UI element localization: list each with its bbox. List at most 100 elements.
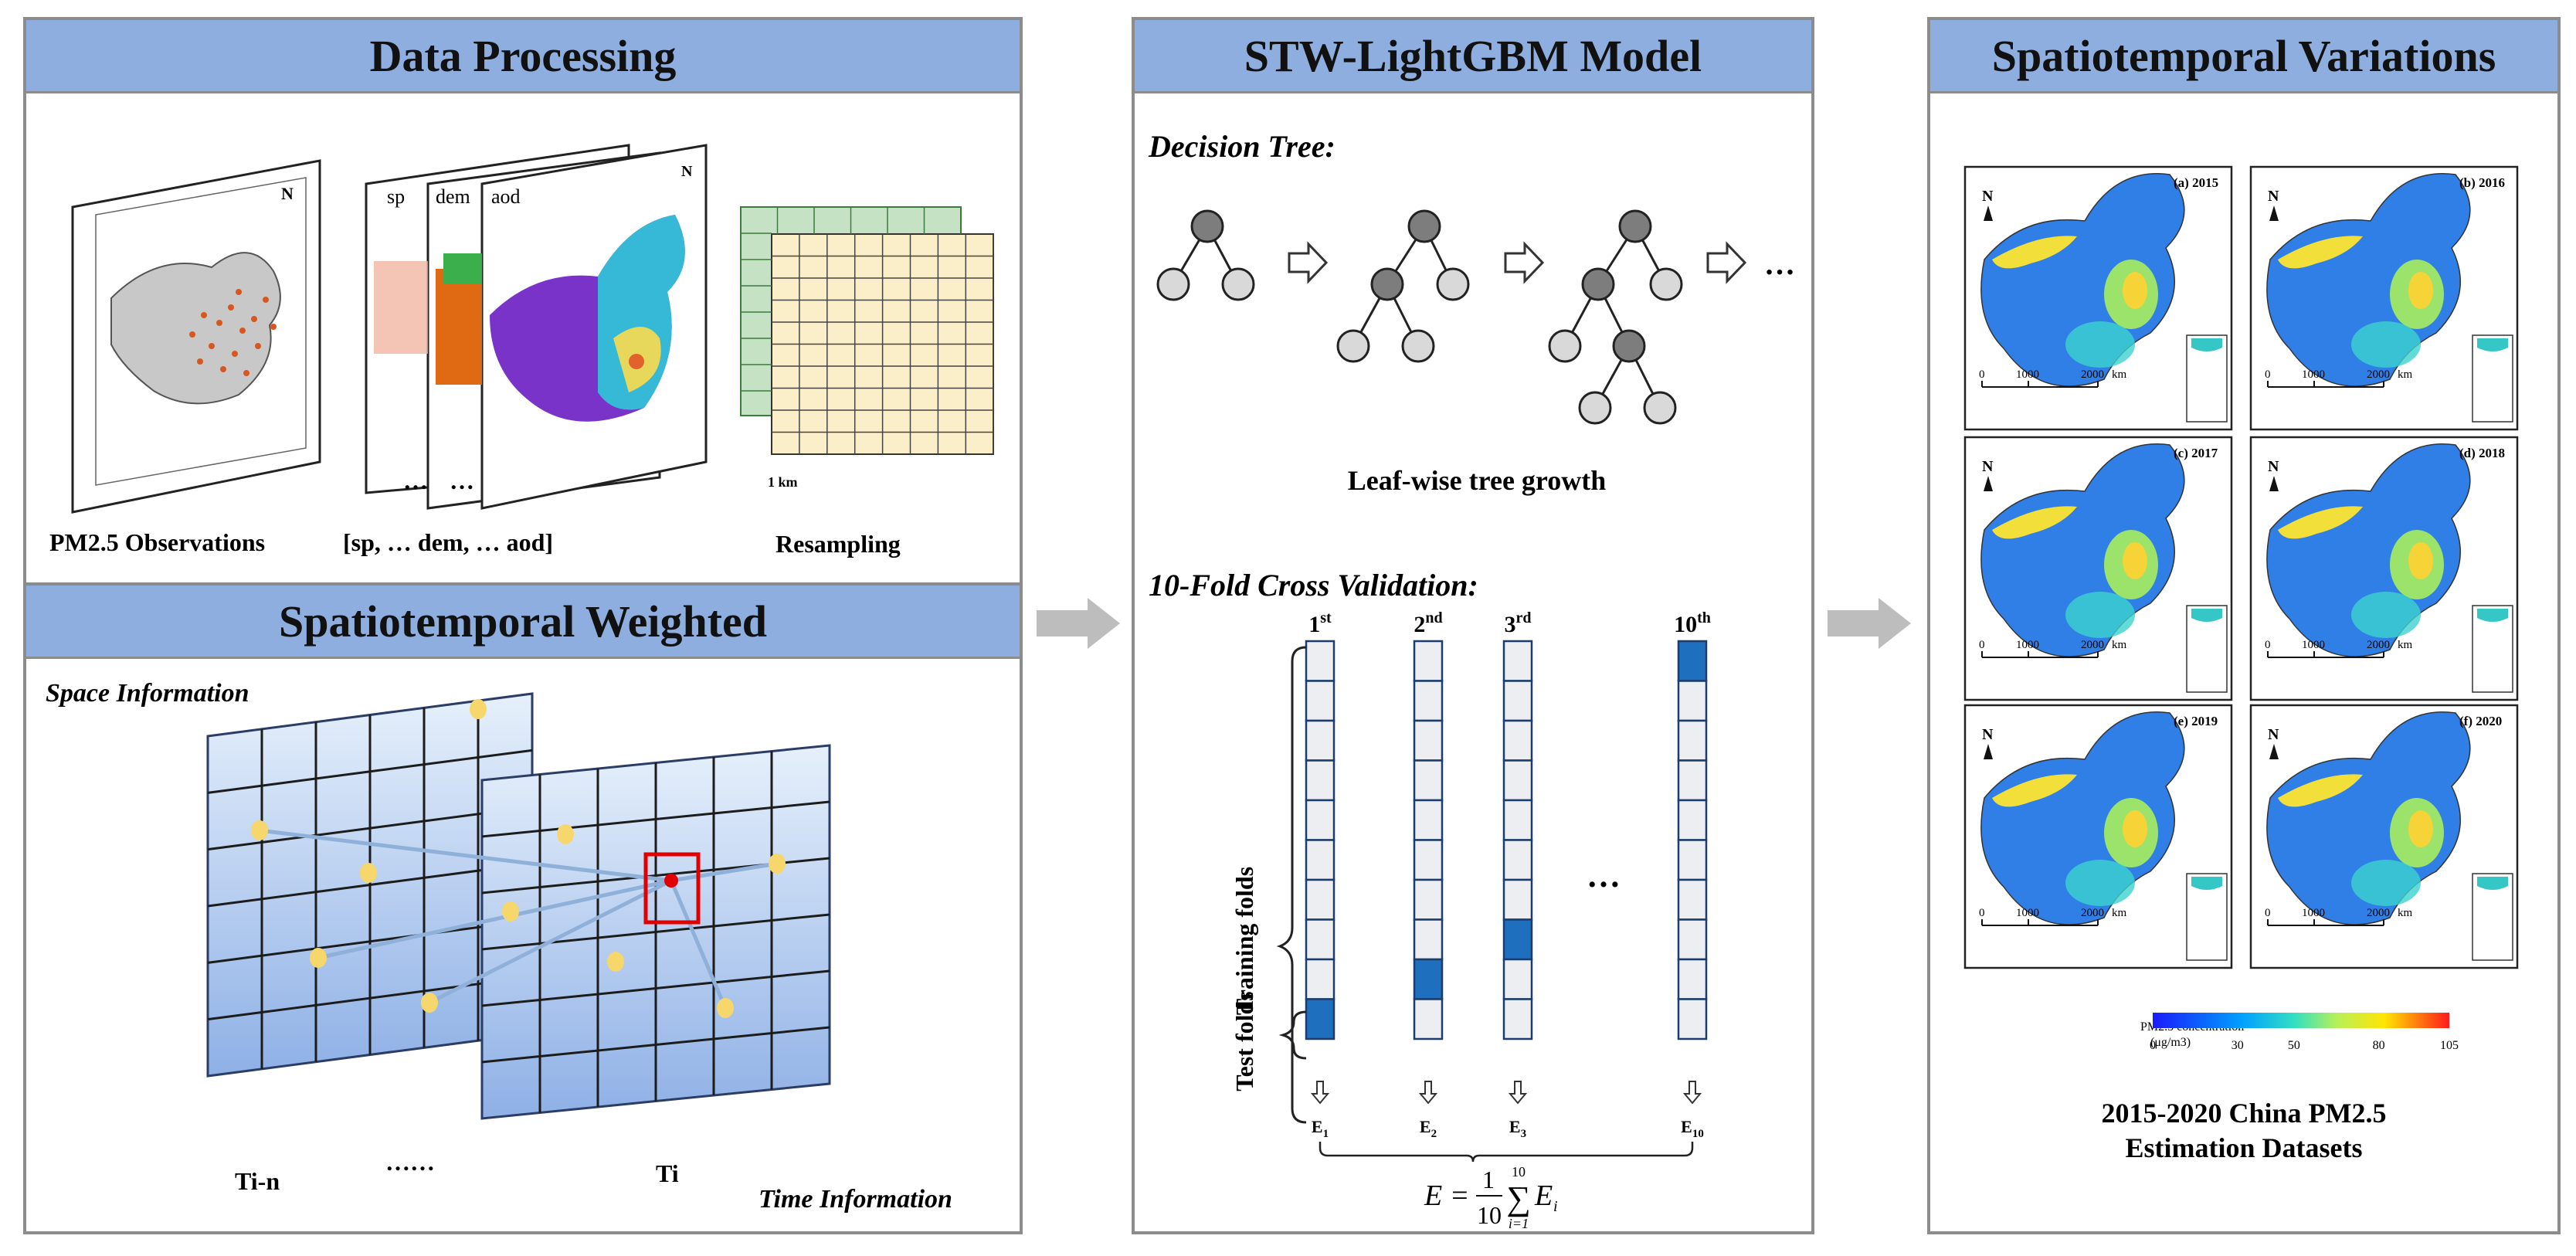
legend-tick: 0 xyxy=(2150,1039,2156,1052)
data-processing-panel: Data Processing N xyxy=(23,17,1023,586)
right-arrow-icon xyxy=(1037,598,1120,649)
footer-title: 2015-2020 China PM2.5 xyxy=(2102,1098,2387,1129)
fold-cell xyxy=(1413,799,1444,841)
svg-text:2000: 2000 xyxy=(2081,907,2104,919)
fold-cell xyxy=(1677,640,1708,682)
fold-cell xyxy=(1677,958,1708,1000)
fold-cell xyxy=(1677,839,1708,881)
svg-text:1000: 1000 xyxy=(2016,639,2039,651)
footer-subtitle: Estimation Datasets xyxy=(2126,1132,2363,1163)
leaf-wise-trees xyxy=(1156,209,1683,425)
leaf-wise-caption: Leaf-wise tree growth xyxy=(1348,465,1607,496)
frame-label-ti-n: Ti-n xyxy=(235,1167,280,1195)
north-arrow-icon: N xyxy=(1982,458,1994,475)
north-arrow-icon: N xyxy=(281,184,294,203)
data-processing-figure: N sp dem aod N … … 1 km PM2.5 Obser xyxy=(49,144,994,558)
fold-cell xyxy=(1413,878,1444,921)
north-arrow-icon: N xyxy=(2268,188,2279,205)
layer-label-sp: sp xyxy=(387,185,405,208)
north-arrow-icon xyxy=(1984,205,1993,221)
svg-text:1: 1 xyxy=(1482,1166,1495,1193)
svg-text:10: 10 xyxy=(1477,1201,1502,1229)
fold-cell xyxy=(1502,719,1533,762)
map-year-label: (a) 2015 xyxy=(2174,175,2218,190)
north-arrow-icon: N xyxy=(2268,458,2279,475)
training-folds-brace xyxy=(1276,646,1307,1124)
svg-text:1000: 1000 xyxy=(2302,639,2325,651)
model-title: STW-LightGBM Model xyxy=(1135,20,1811,93)
svg-text:0: 0 xyxy=(2265,639,2271,651)
north-arrow-icon xyxy=(1984,476,1993,491)
weighting-lines xyxy=(259,828,778,1009)
svg-text:2000: 2000 xyxy=(2367,907,2390,919)
fold-cell xyxy=(1502,640,1533,682)
north-arrow-icon: N xyxy=(1982,188,1994,205)
fold-cell xyxy=(1413,640,1444,682)
training-folds-label: Training folds xyxy=(1230,867,1258,1015)
north-arrow-icon: N xyxy=(2268,726,2279,743)
map-year-label: (d) 2018 xyxy=(2459,446,2505,460)
svg-text:km: km xyxy=(2398,907,2413,919)
decision-tree-heading: Decision Tree: xyxy=(1148,129,1336,164)
down-arrow-icon xyxy=(1310,1081,1702,1105)
fold-cell xyxy=(1502,878,1533,921)
map-year-label: (e) 2019 xyxy=(2174,714,2218,728)
pm25-observations-map: N xyxy=(71,159,321,514)
legend-tick: 50 xyxy=(2288,1039,2300,1052)
fold-cell xyxy=(1413,918,1444,961)
svg-text:km: km xyxy=(2398,639,2413,651)
legend-tick: 105 xyxy=(2440,1039,2459,1052)
fold-cell xyxy=(1305,878,1336,921)
grid-frame-ti xyxy=(480,744,831,1120)
fold-cell xyxy=(1413,680,1444,722)
svg-text:0: 0 xyxy=(2265,907,2271,919)
svg-text:0: 0 xyxy=(1979,907,1985,919)
svg-text:1000: 1000 xyxy=(2302,907,2325,919)
svg-text:1000: 1000 xyxy=(2016,368,2039,381)
fold-header-10: 10th xyxy=(1674,609,1711,637)
north-arrow-icon xyxy=(2269,744,2279,759)
svg-text:0: 0 xyxy=(2265,368,2271,381)
svg-text:1000: 1000 xyxy=(2302,368,2325,381)
model-panel: STW-LightGBM Model Decision Tree: … Lea xyxy=(1132,17,1814,1234)
north-arrow-icon: N xyxy=(1982,726,1994,743)
svg-text:∑: ∑ xyxy=(1506,1180,1530,1217)
fold-cell xyxy=(1305,680,1336,722)
fold-cell xyxy=(1502,998,1533,1040)
svg-text:E =: E = xyxy=(1424,1180,1469,1212)
average-error-formula: E = 1 10 10 ∑ i=1 E i xyxy=(1424,1164,1558,1231)
svg-text:2000: 2000 xyxy=(2081,368,2104,381)
fold-header-2: 2nd xyxy=(1414,609,1442,637)
fold-cell xyxy=(1502,839,1533,881)
fold-error-2: E2 xyxy=(1420,1117,1437,1140)
spatiotemporal-figure: Space Information Ti-n …… Ti xyxy=(46,679,952,1214)
north-arrow-icon: N xyxy=(681,163,693,180)
svg-text:10: 10 xyxy=(1512,1164,1526,1180)
fold-error-3: E3 xyxy=(1509,1117,1526,1140)
svg-text:km: km xyxy=(2112,907,2127,919)
fold-cell xyxy=(1413,759,1444,802)
svg-text:km: km xyxy=(2398,368,2413,381)
legend-tick: 80 xyxy=(2373,1039,2385,1052)
north-arrow-icon xyxy=(1984,744,1993,759)
svg-text:2000: 2000 xyxy=(2367,639,2390,651)
fold-cell xyxy=(1502,680,1533,722)
svg-text:E: E xyxy=(1534,1180,1553,1212)
grid-frame-ti-n xyxy=(206,692,534,1078)
fold-cell xyxy=(1305,998,1336,1040)
caption-resampling: Resampling xyxy=(776,530,901,558)
variable-layers: sp dem aod N … … xyxy=(365,144,708,510)
caption-variables: [sp, … dem, … aod] xyxy=(343,528,553,556)
spatiotemporal-weighted-panel: Spatiotemporal Weighted Space Informatio… xyxy=(23,582,1023,1234)
fold-cell xyxy=(1305,759,1336,802)
fold-cell xyxy=(1677,719,1708,762)
svg-text:0: 0 xyxy=(1979,368,1985,381)
fold-cell xyxy=(1413,998,1444,1040)
